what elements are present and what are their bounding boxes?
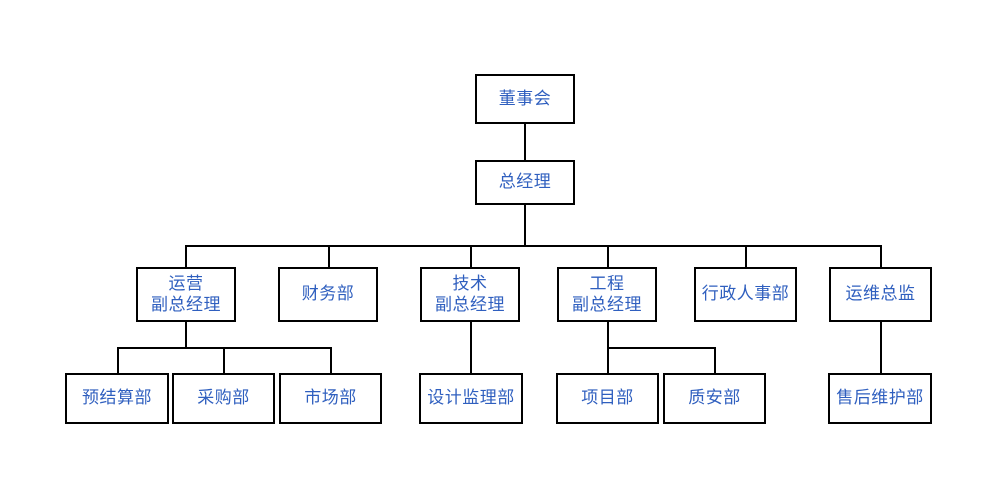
- node-ops-vp[interactable]: 运营 副总经理: [136, 267, 236, 322]
- node-finance-dept-label: 财务部: [301, 284, 355, 305]
- edge-ops-bus-to-budget: [117, 347, 119, 373]
- edge-ops-bus-to-marketing: [330, 347, 332, 373]
- node-budget-dept[interactable]: 预结算部: [65, 373, 169, 424]
- node-general-manager[interactable]: 总经理: [475, 160, 575, 205]
- node-budget-dept-label: 预结算部: [82, 388, 152, 409]
- node-quality-safety-dept-label: 质安部: [688, 388, 741, 409]
- edge-eng-bus-to-project: [607, 347, 609, 373]
- edge-bus-to-ops-vp: [185, 245, 187, 267]
- node-ops-vp-label-line2: 副总经理: [151, 294, 221, 315]
- edge-bus-to-admin-hr: [745, 245, 747, 267]
- edge-bus-to-eng-vp: [607, 245, 609, 267]
- edge-bus-to-ops-director: [880, 245, 882, 267]
- node-eng-vp-label-line2: 副总经理: [572, 294, 642, 315]
- node-tech-vp[interactable]: 技术 副总经理: [420, 267, 520, 322]
- edge-eng-vp-dropline: [607, 322, 609, 348]
- edge-bus-to-tech-vp: [470, 245, 472, 267]
- edge-ops-bus-to-purchasing: [223, 347, 225, 373]
- node-ops-director-label: 运维总监: [845, 284, 916, 305]
- node-after-sales-maintenance-dept-label: 售后维护部: [836, 388, 924, 409]
- edge-tech-vp-to-design-supervision: [470, 322, 472, 373]
- node-project-dept-label: 项目部: [581, 388, 634, 409]
- node-design-supervision-dept-label: 设计监理部: [427, 388, 515, 409]
- node-board-label: 董事会: [498, 88, 552, 109]
- node-admin-hr-dept[interactable]: 行政人事部: [694, 267, 797, 322]
- edge-gm-dropline: [524, 205, 526, 246]
- node-finance-dept[interactable]: 财务部: [278, 267, 378, 322]
- node-quality-safety-dept[interactable]: 质安部: [663, 373, 766, 424]
- node-purchasing-dept-label: 采购部: [197, 388, 250, 409]
- edge-bus-to-finance: [328, 245, 330, 267]
- edge-eng-bus-to-quality-safety: [714, 347, 716, 373]
- node-general-manager-label: 总经理: [498, 172, 552, 193]
- node-marketing-dept[interactable]: 市场部: [279, 373, 382, 424]
- node-purchasing-dept[interactable]: 采购部: [172, 373, 275, 424]
- edge-board-to-gm: [524, 124, 526, 160]
- edge-ops-director-to-after-sales: [880, 322, 882, 373]
- node-after-sales-maintenance-dept[interactable]: 售后维护部: [828, 373, 932, 424]
- edge-ops-vp-dropline: [185, 322, 187, 348]
- edge-level3-bus: [185, 245, 882, 247]
- node-tech-vp-label-line1: 技术: [452, 274, 488, 295]
- node-ops-vp-label-line1: 运营: [168, 274, 204, 295]
- node-admin-hr-dept-label: 行政人事部: [701, 284, 790, 305]
- node-ops-director[interactable]: 运维总监: [829, 267, 932, 322]
- node-tech-vp-label-line2: 副总经理: [435, 294, 505, 315]
- node-project-dept[interactable]: 项目部: [556, 373, 659, 424]
- edge-eng-vp-bus: [607, 347, 716, 349]
- node-marketing-dept-label: 市场部: [304, 388, 357, 409]
- node-board-of-directors[interactable]: 董事会: [475, 74, 575, 124]
- node-eng-vp-label-line1: 工程: [589, 274, 625, 295]
- node-eng-vp[interactable]: 工程 副总经理: [557, 267, 657, 322]
- node-design-supervision-dept[interactable]: 设计监理部: [419, 373, 523, 424]
